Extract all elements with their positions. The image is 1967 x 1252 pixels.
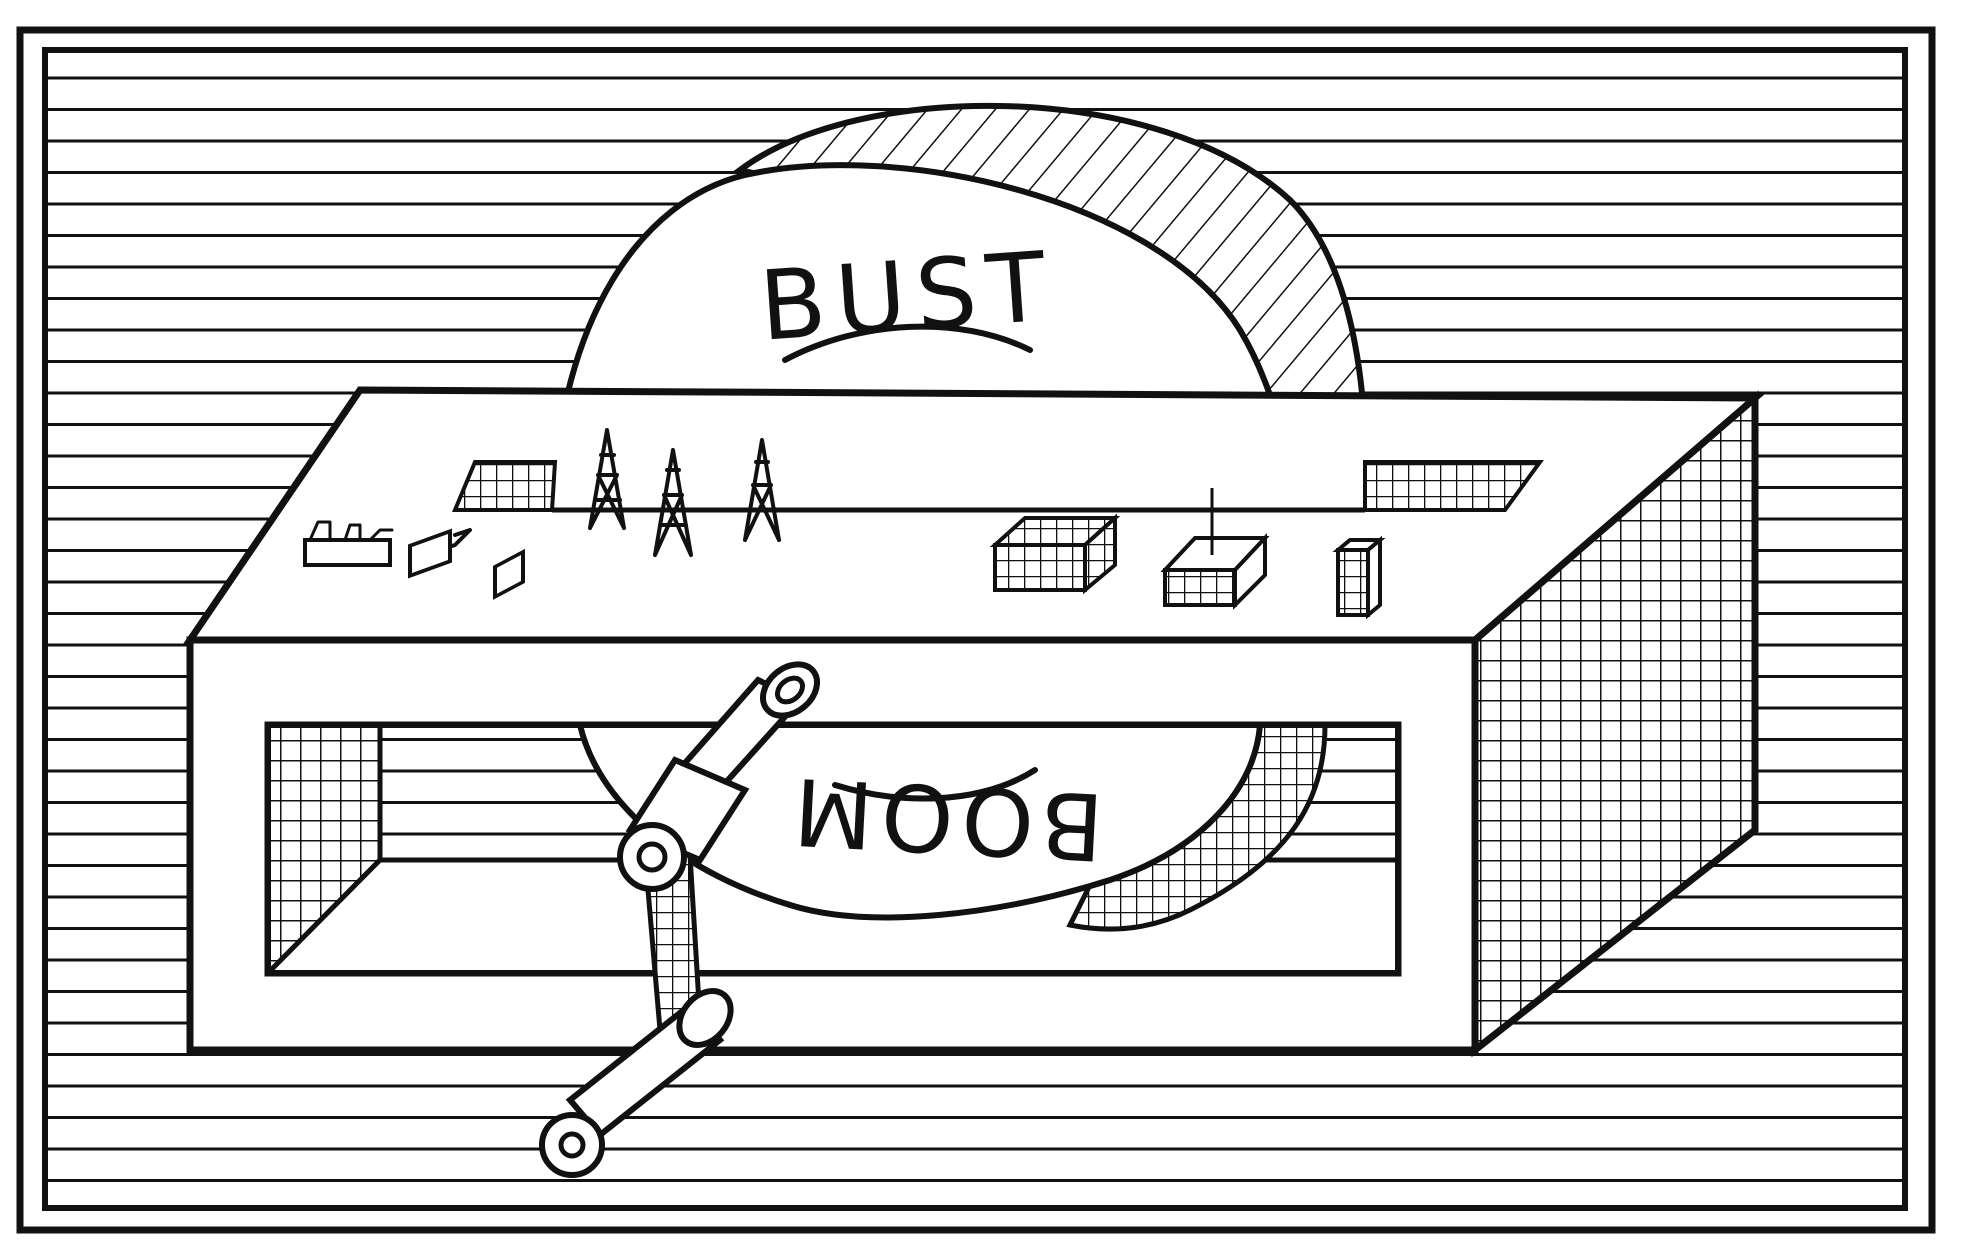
top-slot-grid-left — [452, 460, 558, 512]
oil-derricks — [588, 428, 781, 557]
smile-arc — [782, 323, 1033, 363]
box-opening: BOOM — [268, 725, 1398, 973]
frown-arc — [832, 767, 1038, 802]
crank-handle — [539, 661, 820, 1178]
office-buildings — [989, 488, 1386, 620]
top-slot-grid-right — [1363, 460, 1544, 512]
wheel-label-boom: BOOM — [783, 756, 1106, 879]
factory-buildings — [303, 520, 525, 600]
box-top — [183, 386, 1765, 644]
